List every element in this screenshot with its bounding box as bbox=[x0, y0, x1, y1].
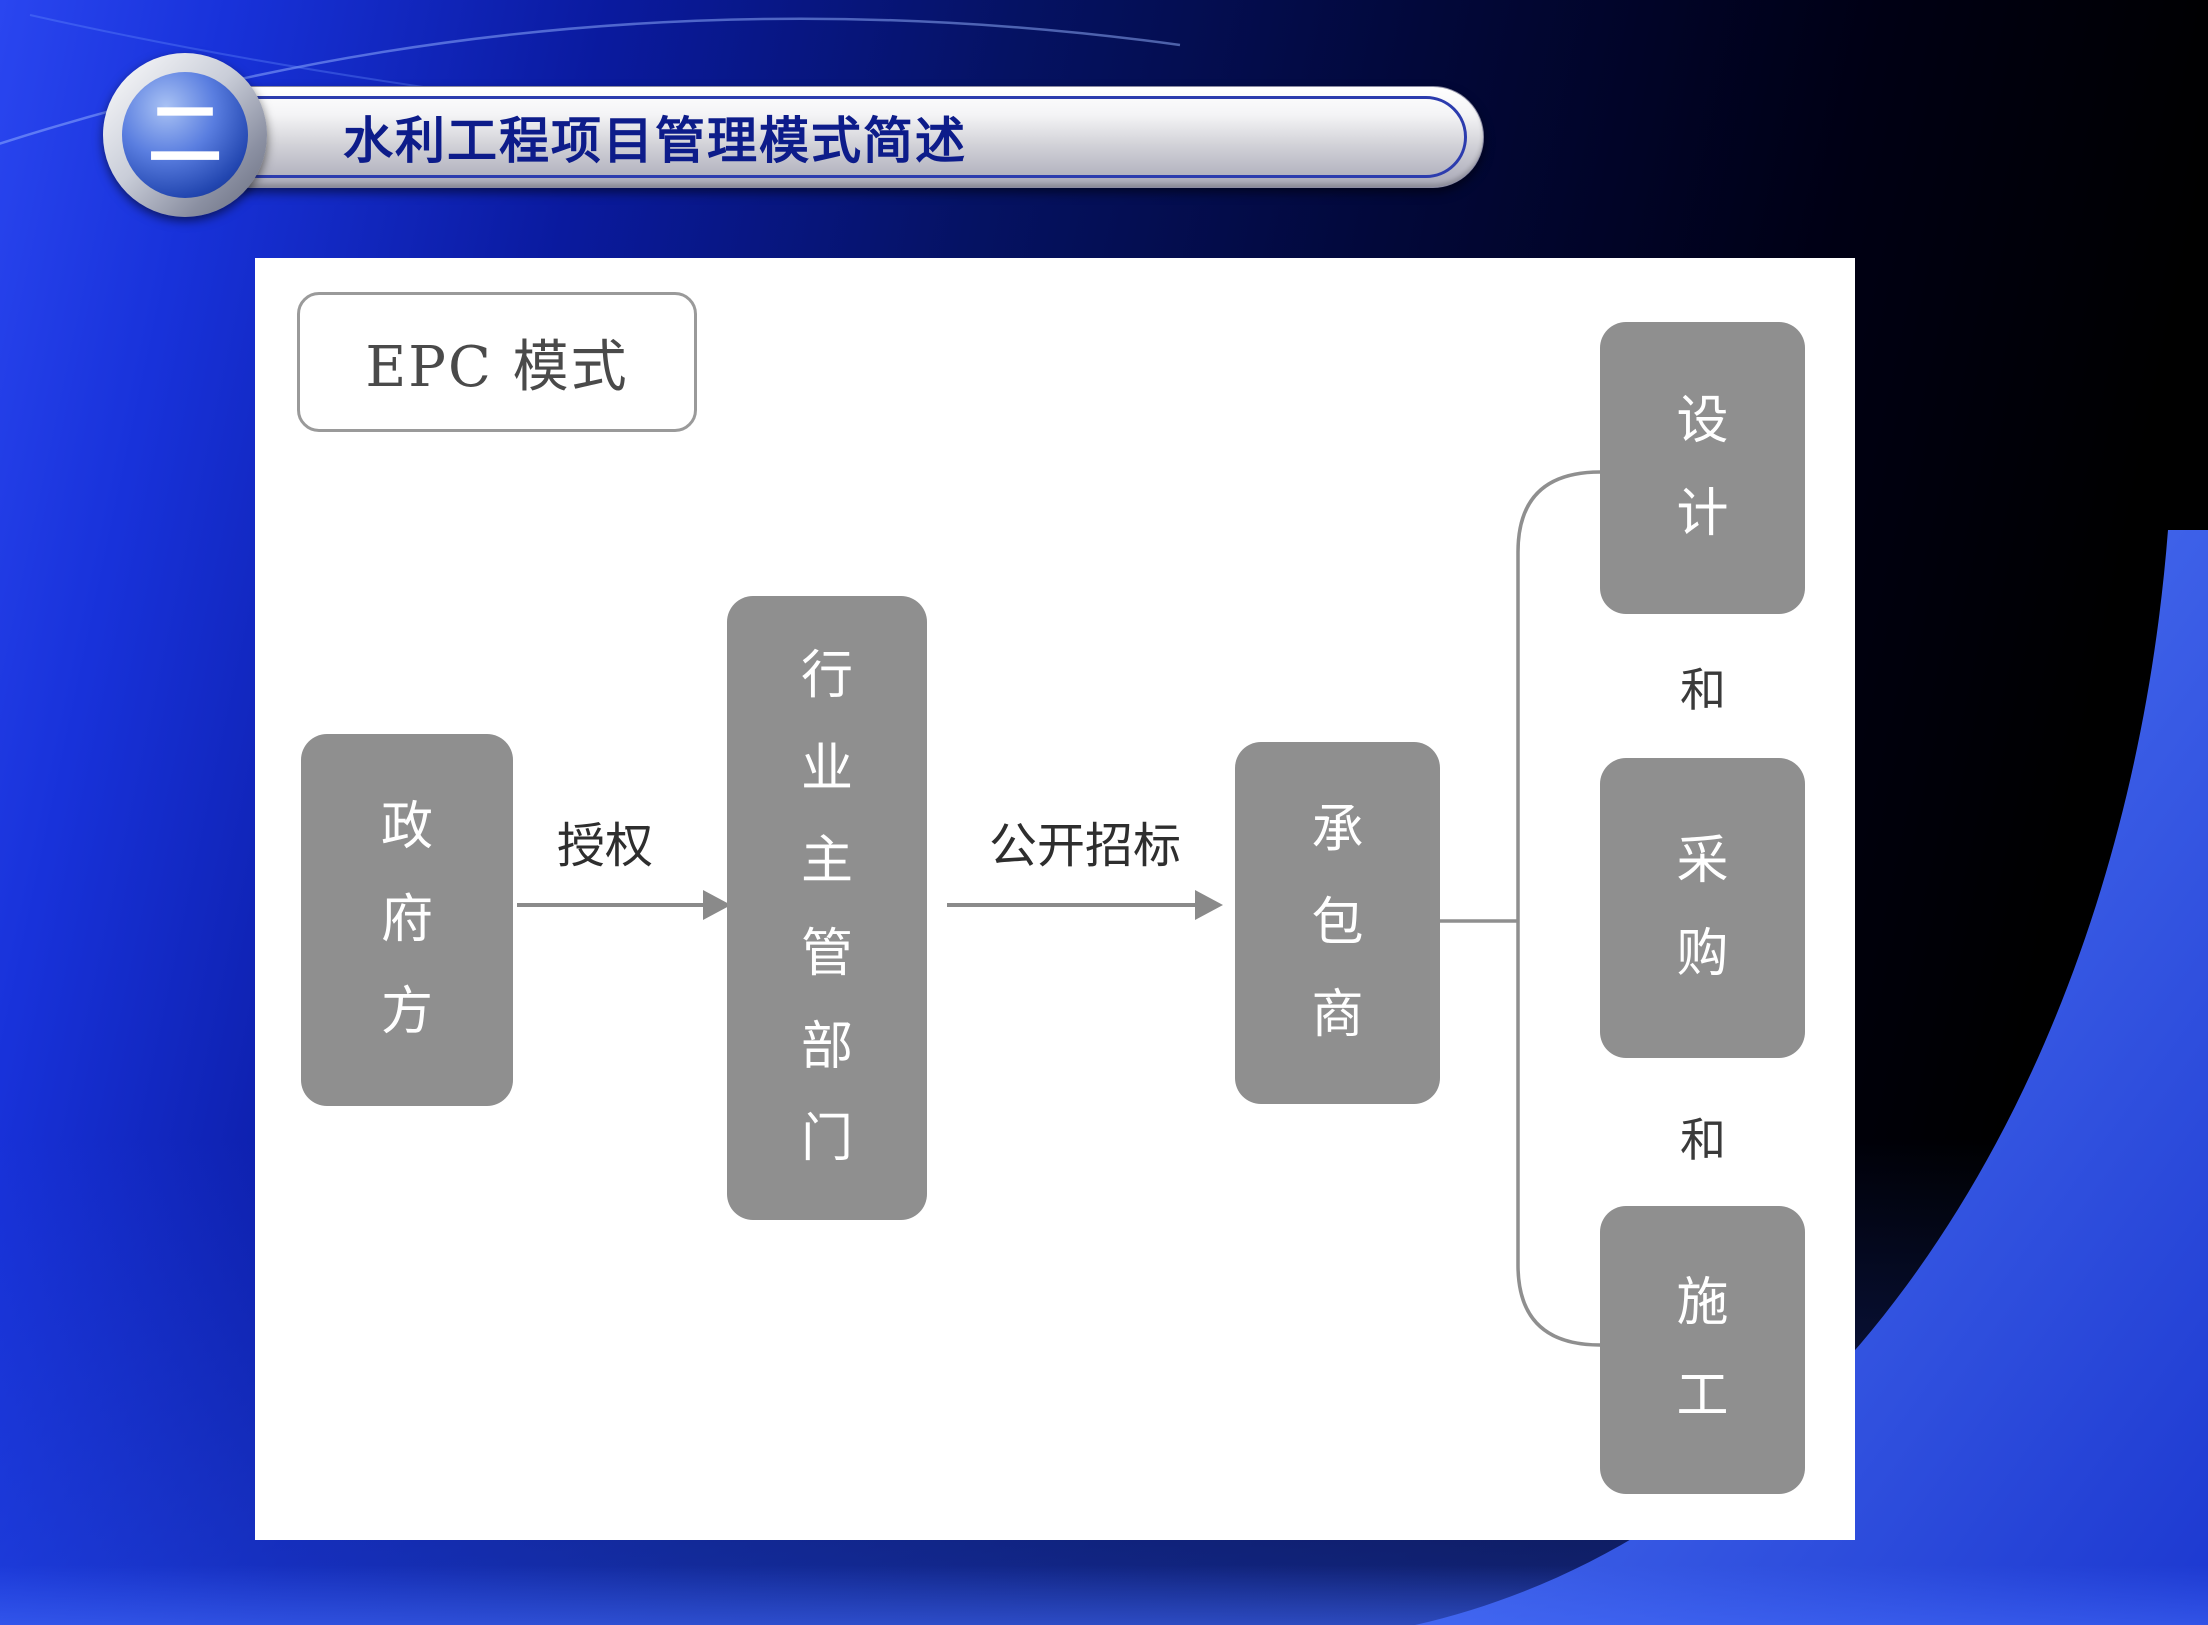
node-construction: 施工 bbox=[1600, 1206, 1805, 1494]
node-construction-label: 施工 bbox=[1676, 1273, 1729, 1426]
section-number-badge-sphere: 二 bbox=[122, 72, 248, 198]
epc-mode-label: EPC 模式 bbox=[365, 334, 629, 400]
page-title: 水利工程项目管理模式简述 bbox=[343, 113, 967, 169]
bottom-glow-strip bbox=[0, 1565, 2208, 1625]
section-number-badge: 二 bbox=[103, 53, 267, 217]
public-bidding-arrow-line bbox=[947, 903, 1195, 907]
section-number-label: 二 bbox=[148, 92, 222, 178]
node-procurement: 采购 bbox=[1600, 758, 1805, 1058]
node-design: 设计 bbox=[1600, 322, 1805, 614]
connector-brace-line bbox=[1516, 470, 1601, 1347]
node-government-label: 政府方 bbox=[380, 797, 433, 1043]
node-industry-authority-label: 行业主管部门 bbox=[800, 646, 853, 1170]
title-banner: 水利工程项目管理模式简述 bbox=[200, 86, 1484, 188]
node-industry-authority: 行业主管部门 bbox=[727, 596, 927, 1220]
and-label-bottom: 和 bbox=[1680, 1113, 1726, 1167]
node-design-label: 设计 bbox=[1676, 391, 1729, 544]
node-procurement-label: 采购 bbox=[1676, 831, 1729, 984]
epc-mode-label-box: EPC 模式 bbox=[297, 292, 697, 432]
authorize-arrowhead-icon bbox=[703, 890, 731, 920]
node-government: 政府方 bbox=[301, 734, 513, 1106]
authorize-arrow-line bbox=[517, 903, 703, 907]
authorize-edge-label: 授权 bbox=[556, 818, 653, 874]
content-panel: EPC 模式 政府方 授权 行业主管部门 公开招标 承包商 设计 和 采购 bbox=[255, 258, 1855, 1540]
public-bidding-edge-label: 公开招标 bbox=[988, 818, 1181, 874]
node-contractor: 承包商 bbox=[1235, 742, 1440, 1104]
and-label-top: 和 bbox=[1680, 663, 1726, 717]
public-bidding-arrowhead-icon bbox=[1195, 890, 1223, 920]
node-contractor-label: 承包商 bbox=[1311, 800, 1364, 1046]
